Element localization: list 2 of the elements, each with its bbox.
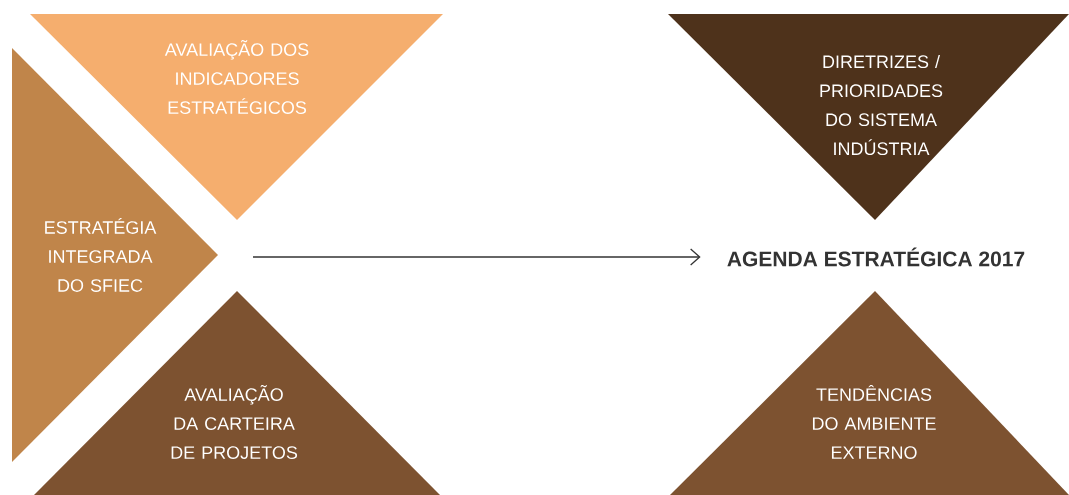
arrow xyxy=(252,248,701,266)
heading: AGENDA ESTRATÉGICA 2017 xyxy=(727,247,1025,267)
